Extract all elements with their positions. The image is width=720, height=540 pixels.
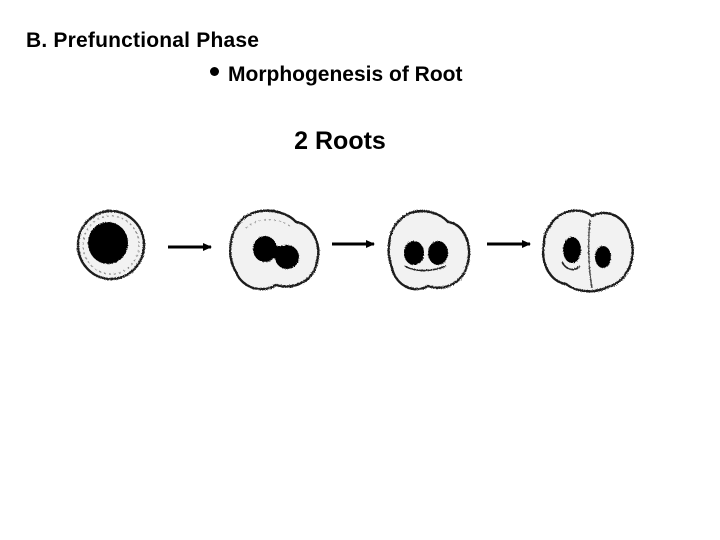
root-canal — [428, 241, 448, 265]
root-canal — [563, 237, 581, 263]
bullet-item: Morphogenesis of Root — [210, 63, 463, 87]
root-canal — [595, 246, 611, 268]
bullet-text: Morphogenesis of Root — [228, 63, 463, 86]
bullet-icon — [210, 66, 219, 76]
tooth-cross-section-stage-4 — [541, 209, 634, 293]
root-canal — [88, 222, 128, 264]
tooth-cross-section-stage-2 — [229, 209, 320, 291]
slide-heading: B. Prefunctional Phase — [26, 29, 260, 52]
tooth-cross-section-stage-3 — [387, 210, 471, 291]
root-canal — [404, 241, 424, 265]
tooth-cross-section-stage-1 — [76, 209, 146, 281]
slide-subtitle: 2 Roots — [294, 127, 386, 155]
